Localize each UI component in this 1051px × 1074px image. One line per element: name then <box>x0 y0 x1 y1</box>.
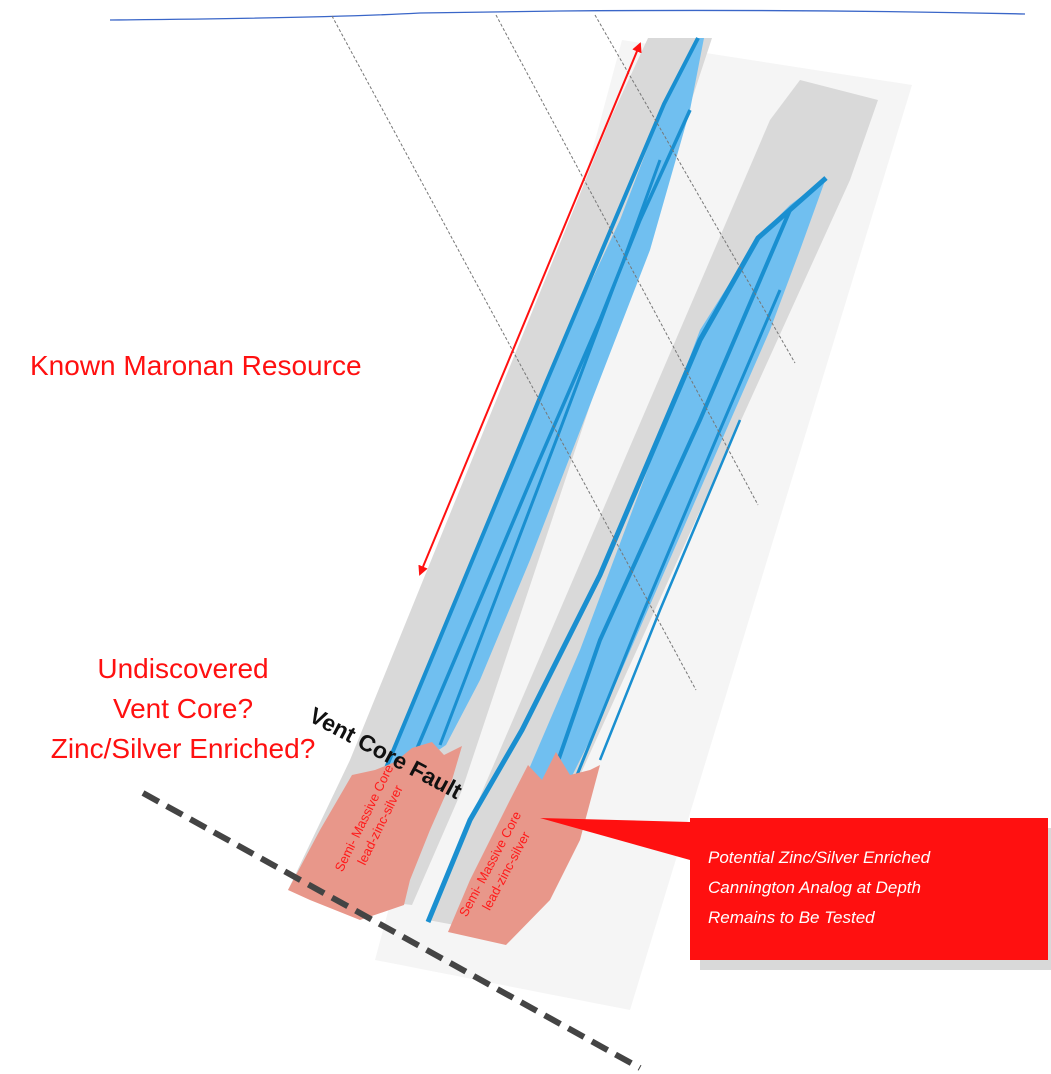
undiscovered-line-3: Zinc/Silver Enriched? <box>51 733 316 764</box>
right-lode-vein-2 <box>546 209 792 791</box>
callout-background <box>690 818 1048 960</box>
known-resource-label: Known Maronan Resource <box>30 350 362 381</box>
massive-core-right <box>448 752 600 945</box>
vent-core-fault-line <box>141 790 642 1071</box>
callout-box: Potential Zinc/Silver Enriched Canningto… <box>540 818 1051 970</box>
callout-line-3: Remains to Be Tested <box>708 908 875 927</box>
massive-core-left <box>288 742 462 920</box>
right-lode-vein-4 <box>598 419 742 761</box>
undiscovered-line-1: Undiscovered <box>97 653 268 684</box>
surface-line <box>109 9 1026 21</box>
drill-trace-1 <box>331 15 697 691</box>
callout-line-1: Potential Zinc/Silver Enriched <box>708 848 931 867</box>
resource-extent-arrow <box>418 42 642 576</box>
undiscovered-line-2: Vent Core? <box>113 693 253 724</box>
callout-pointer <box>540 818 690 860</box>
right-lode-vein-3 <box>573 289 782 781</box>
callout-line-2: Cannington Analog at Depth <box>708 878 921 897</box>
